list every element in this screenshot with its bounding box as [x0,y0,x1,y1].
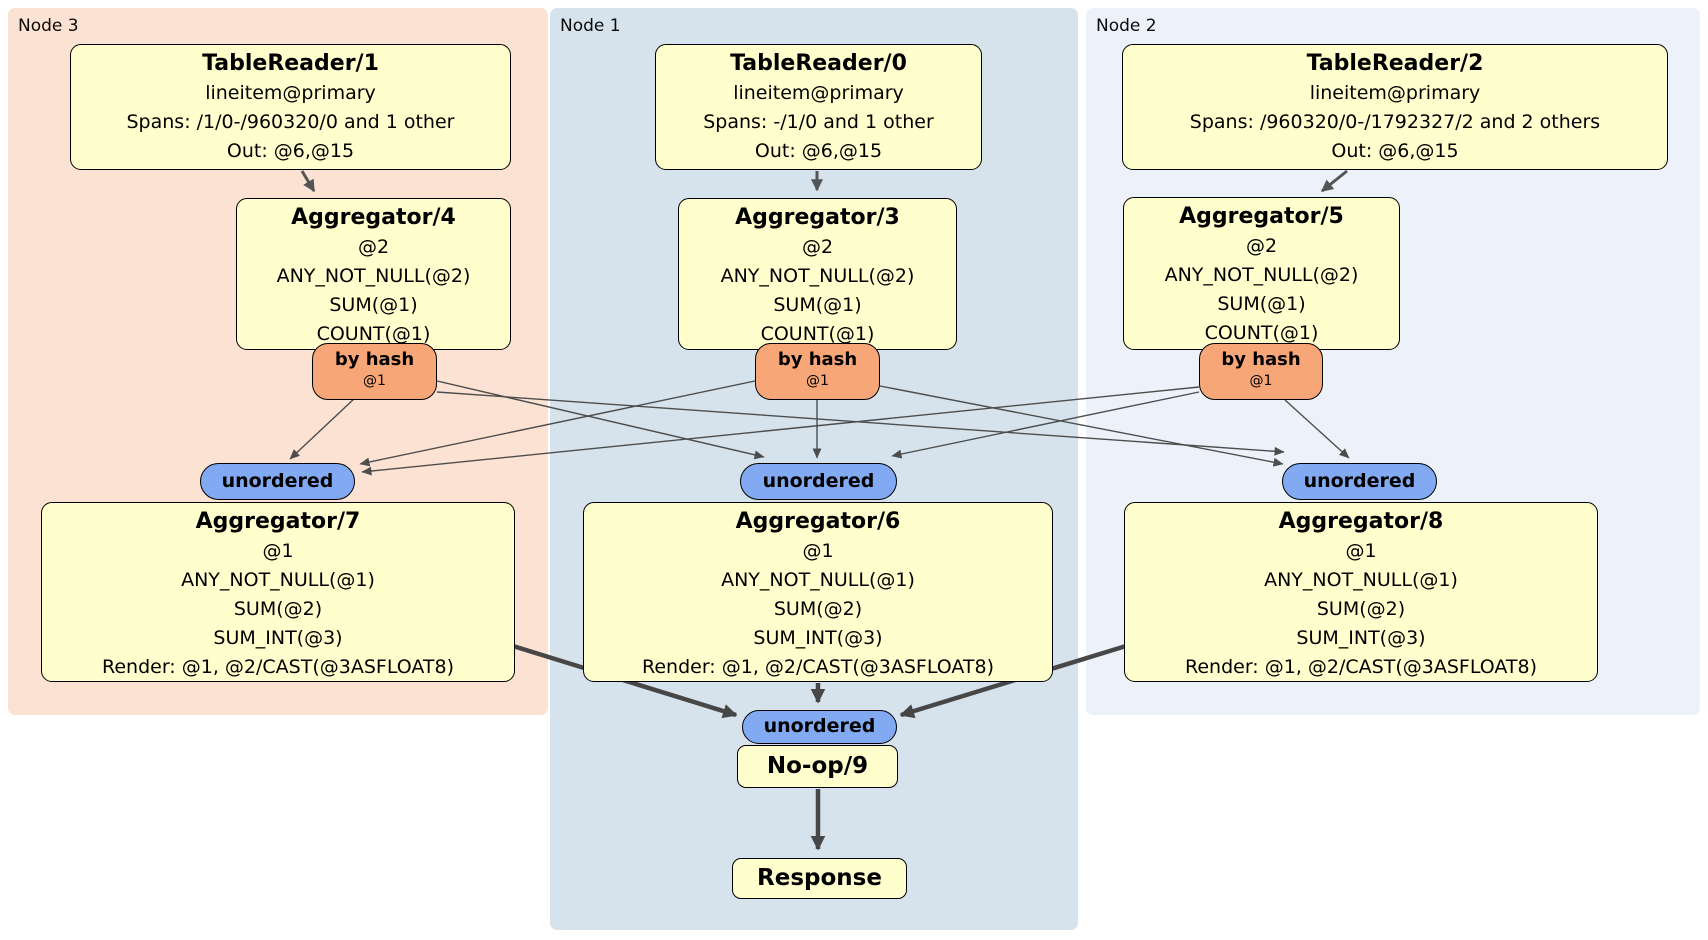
processor-detail: ANY_NOT_NULL(@2) [720,265,915,287]
processor-title: TableReader/0 [730,51,907,76]
processor-detail: ANY_NOT_NULL(@1) [721,569,915,591]
edge-router3-stream1 [436,380,765,460]
processor-title: Aggregator/7 [195,509,361,534]
processor-title: Aggregator/3 [735,205,900,230]
router-detail: @1 [363,373,386,389]
processor-detail: SUM_INT(@3) [1296,627,1426,649]
region-node3-label: Node 3 [18,16,79,36]
router-detail: @1 [1249,373,1273,389]
processor-detail: SUM_INT(@3) [753,627,883,649]
edge-router2-stream1 [891,391,1200,459]
edge-router1-stream3 [359,380,756,467]
processor-detail: SUM_INT(@3) [213,627,343,649]
processor-detail: COUNT(@1) [1204,322,1319,344]
processor-detail: lineitem@primary [1309,82,1481,104]
processor-detail: @2 [801,236,834,258]
processor-aggregator-5: Aggregator/5 @2 ANY_NOT_NULL(@2) SUM(@1)… [1123,197,1400,350]
processor-aggregator-8: Aggregator/8 @1 ANY_NOT_NULL(@1) SUM(@2)… [1124,502,1598,682]
processor-detail: COUNT(@1) [760,323,875,345]
processor-tablereader-2: TableReader/2 lineitem@primary Spans: /9… [1122,44,1668,170]
region-node1-label: Node 1 [560,16,621,36]
processor-detail: @1 [262,540,294,562]
processor-detail: SUM(@2) [233,598,323,620]
processor-detail: ANY_NOT_NULL(@1) [181,569,375,591]
processor-detail: lineitem@primary [733,82,904,104]
edge-router1-stream2 [879,385,1284,467]
processor-detail: SUM(@1) [329,294,418,316]
processor-detail: Spans: /960320/0-/1792327/2 and 2 others [1189,111,1601,133]
processor-detail: Render: @1, @2/CAST(@3ASFLOAT8) [102,656,454,678]
router-by-hash-node1: by hash @1 [755,343,880,400]
processor-title: Aggregator/5 [1179,204,1344,229]
processor-detail: lineitem@primary [205,82,376,104]
processor-detail: SUM(@1) [1217,293,1306,315]
processor-tablereader-0: TableReader/0 lineitem@primary Spans: -/… [655,44,982,170]
processor-detail: @1 [1345,540,1377,562]
router-by-hash-node2: by hash @1 [1199,343,1323,400]
stream-unordered-node2: unordered [1282,463,1437,500]
processor-detail: Render: @1, @2/CAST(@3ASFLOAT8) [642,656,994,678]
processor-title: Aggregator/6 [735,509,901,534]
processor-detail: SUM(@2) [1316,598,1406,620]
processor-detail: COUNT(@1) [316,323,431,345]
response-node: Response [732,858,907,899]
edge-tablereader1-aggregator4 [300,170,316,193]
processor-detail: Out: @6,@15 [226,140,355,162]
router-label: by hash [334,349,415,370]
router-detail: @1 [806,373,829,389]
processor-detail: Out: @6,@15 [1331,140,1459,162]
processor-detail: ANY_NOT_NULL(@1) [1264,569,1458,591]
router-by-hash-node3: by hash @1 [312,343,437,400]
stream-unordered-node3: unordered [200,463,355,500]
processor-title: TableReader/2 [1306,51,1484,76]
router-label: by hash [1221,349,1301,370]
processor-title: TableReader/1 [202,51,379,76]
processor-title: Aggregator/4 [291,205,456,230]
processor-aggregator-3: Aggregator/3 @2 ANY_NOT_NULL(@2) SUM(@1)… [678,198,957,350]
stream-unordered-final: unordered [742,710,897,744]
processor-noop-9: No-op/9 [737,745,898,788]
processor-detail: Spans: -/1/0 and 1 other [703,111,934,133]
edge-router2-stream2 [1284,399,1350,459]
processor-aggregator-7: Aggregator/7 @1 ANY_NOT_NULL(@1) SUM(@2)… [41,502,515,682]
processor-aggregator-6: Aggregator/6 @1 ANY_NOT_NULL(@1) SUM(@2)… [583,502,1053,682]
processor-aggregator-4: Aggregator/4 @2 ANY_NOT_NULL(@2) SUM(@1)… [236,198,511,350]
processor-detail: @1 [802,540,834,562]
processor-detail: Spans: /1/0-/960320/0 and 1 other [126,111,455,133]
stream-unordered-node1: unordered [740,463,897,500]
processor-title: Aggregator/8 [1278,509,1444,534]
processor-detail: SUM(@1) [773,294,862,316]
processor-detail: @2 [357,236,390,258]
router-label: by hash [777,349,858,370]
edge-router2-stream3 [361,386,1200,476]
processor-detail: ANY_NOT_NULL(@2) [1164,264,1359,286]
edge-tablereader2-aggregator5 [1320,169,1348,193]
processor-detail: Out: @6,@15 [754,140,883,162]
processor-tablereader-1: TableReader/1 lineitem@primary Spans: /1… [70,44,511,170]
processor-detail: @2 [1245,235,1278,257]
processor-detail: SUM(@2) [773,598,863,620]
region-node2-label: Node 2 [1096,16,1157,36]
edge-router3-stream3 [289,397,356,460]
processor-detail: ANY_NOT_NULL(@2) [276,265,471,287]
processor-detail: Render: @1, @2/CAST(@3ASFLOAT8) [1185,656,1537,678]
